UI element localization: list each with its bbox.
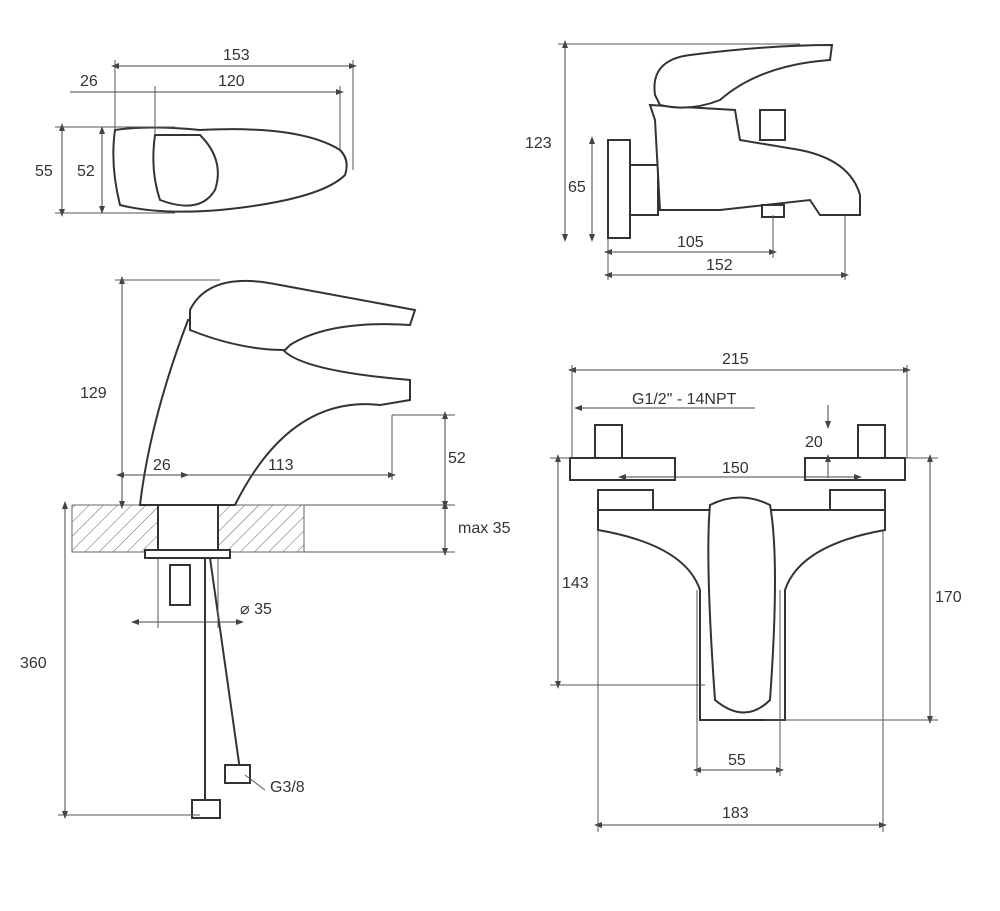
bath-front-view: 215 G1/2" - 14NPT 20 150 143 170 55 183 [550,351,962,832]
dim-basin-hose-length: 360 [20,655,47,672]
dim-top-offset: 26 [80,73,98,90]
dim-bath-inlet-to-diverter: 105 [677,234,704,251]
dim-top-outer-width: 55 [35,163,53,180]
dim-top-inner-width: 52 [77,163,95,180]
dim-front-total-height: 170 [935,589,962,606]
dim-top-total-length: 153 [223,47,250,64]
top-view: 153 26 120 55 52 [35,47,357,217]
dim-front-flange-depth: 20 [805,434,823,451]
dim-bath-outlet-height: 65 [568,179,586,196]
dim-bath-total-length: 152 [706,257,733,274]
dim-basin-max-thickness: max 35 [458,520,511,537]
dim-basin-height: 129 [80,385,107,402]
dim-front-inlet-spacing: 150 [722,460,749,477]
dim-front-thread: G1/2" - 14NPT [632,391,737,408]
dim-top-lever-length: 120 [218,73,245,90]
dim-basin-spout-reach: 113 [268,457,294,474]
basin-mixer-view: 129 26 113 52 max 35 360 ⌀ 35 G3/8 [20,276,511,819]
dim-basin-hose-thread: G3/8 [270,779,305,796]
dim-bath-height: 123 [525,135,552,152]
dim-basin-spout-height: 52 [448,450,466,467]
dim-basin-hole-diameter: ⌀ 35 [240,601,272,618]
dim-front-body-width: 55 [728,752,746,769]
dim-front-lever-height: 143 [562,575,589,592]
bath-side-view: 123 65 105 152 [525,40,861,280]
dim-front-body-length: 183 [722,805,749,822]
dim-front-total-width: 215 [722,351,749,368]
dim-basin-base-offset: 26 [153,457,171,474]
